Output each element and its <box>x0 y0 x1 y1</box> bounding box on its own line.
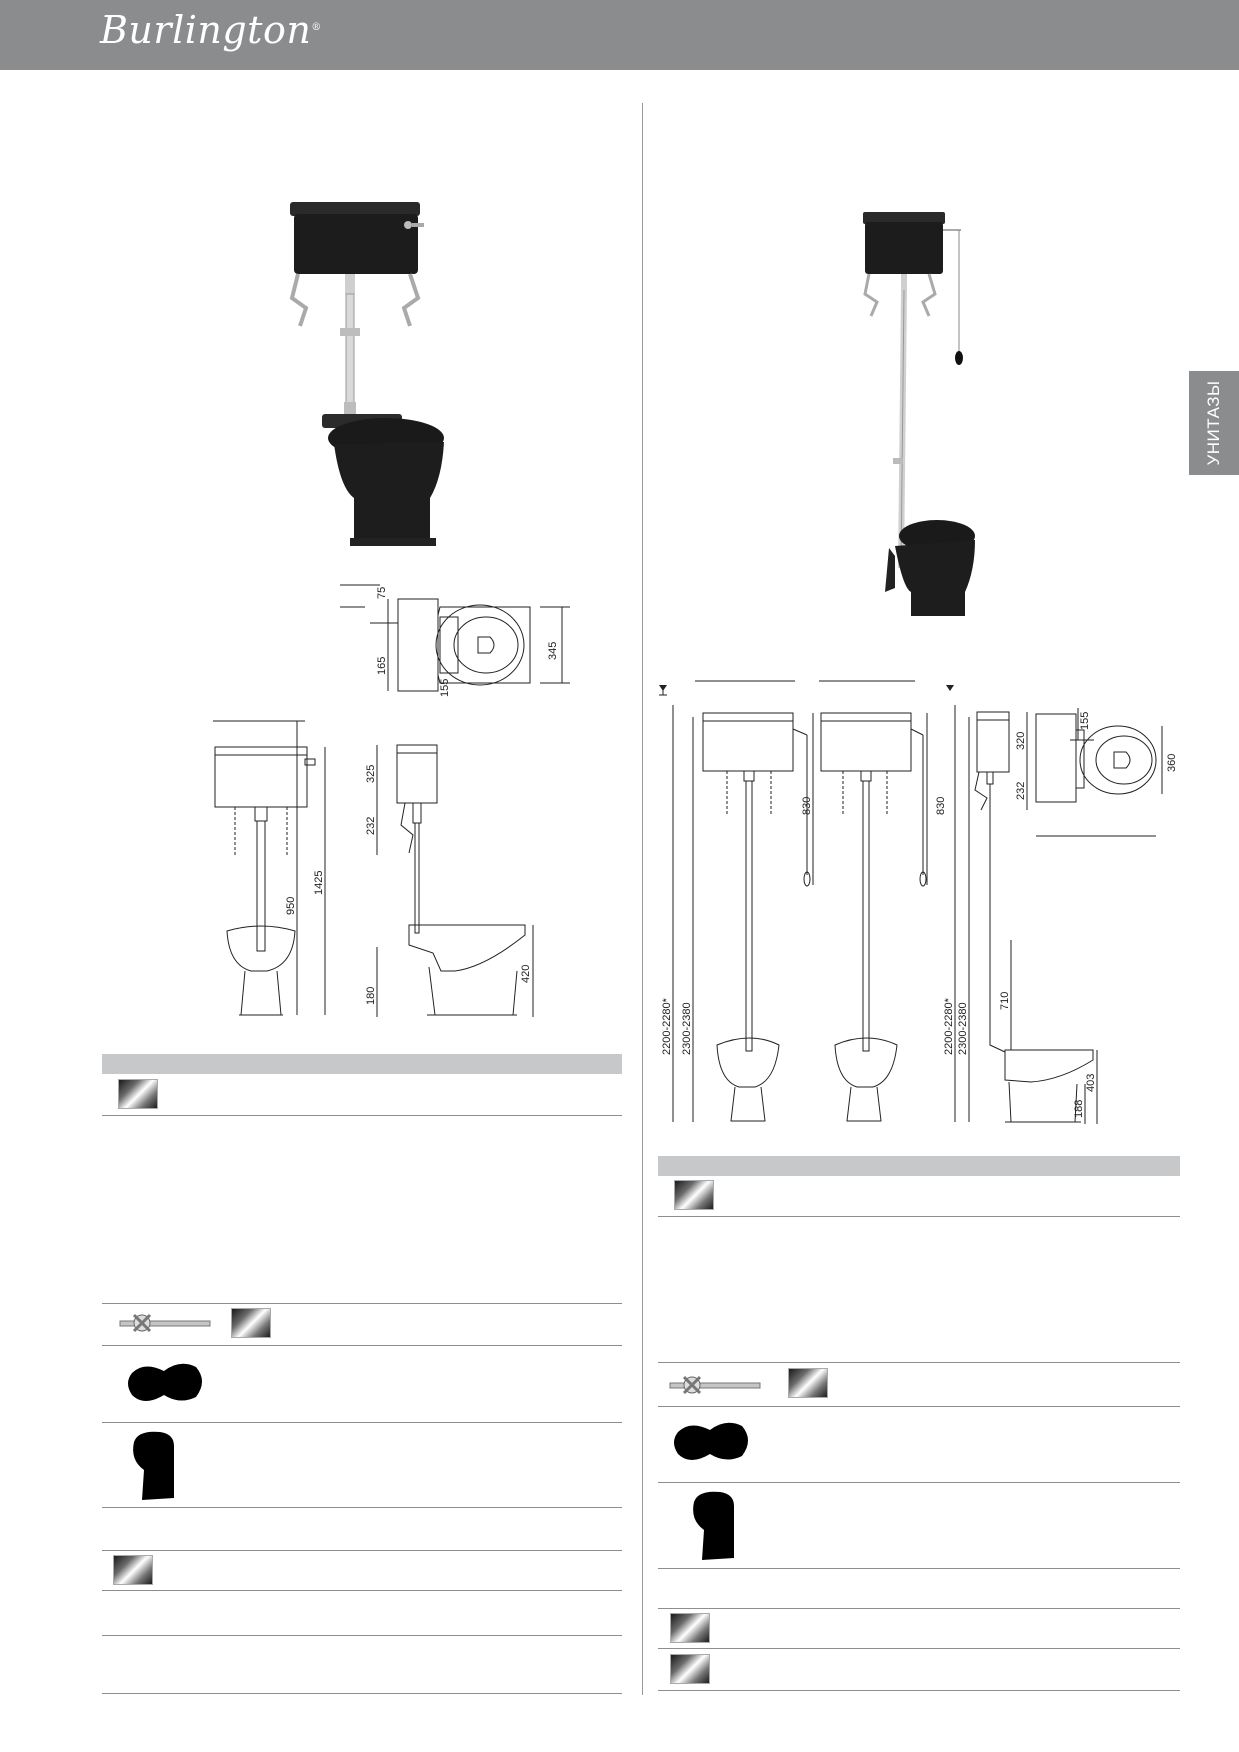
front-drawing-right-a: 2200-2280* 2300-2380 830 <box>659 677 814 1122</box>
divider <box>102 1550 622 1551</box>
svg-text:830: 830 <box>801 797 813 815</box>
divider <box>658 1648 1180 1649</box>
svg-text:950: 950 <box>285 897 297 915</box>
divider <box>102 1345 622 1346</box>
svg-text:2200-2280*: 2200-2280* <box>943 997 955 1055</box>
svg-text:2300-2380: 2300-2380 <box>681 1002 693 1055</box>
straight-pan-connector-image <box>128 1363 202 1401</box>
svg-text:325: 325 <box>365 765 377 783</box>
divider <box>102 1635 622 1636</box>
svg-text:180: 180 <box>365 987 377 1005</box>
straight-pan-connector-image <box>674 1422 748 1460</box>
color-swatch[interactable] <box>670 1613 710 1643</box>
svg-text:188: 188 <box>1073 1100 1085 1118</box>
divider <box>102 1693 622 1694</box>
divider <box>658 1406 1180 1407</box>
svg-text:345: 345 <box>547 642 559 660</box>
divider <box>102 1303 622 1304</box>
side-drawing-right: 320 232 710 188 403 <box>974 711 1098 1124</box>
color-swatch[interactable] <box>788 1368 828 1398</box>
svg-text:2300-2380: 2300-2380 <box>957 1002 969 1055</box>
divider <box>102 1507 622 1508</box>
svg-text:155: 155 <box>439 679 451 697</box>
option-bar-right <box>658 1156 1180 1176</box>
color-swatch[interactable] <box>674 1180 714 1210</box>
svg-text:75: 75 <box>376 587 388 599</box>
divider <box>102 1422 622 1423</box>
svg-text:2200-2280*: 2200-2280* <box>661 997 673 1055</box>
divider <box>658 1608 1180 1609</box>
color-swatch[interactable] <box>118 1079 158 1109</box>
divider <box>658 1568 1180 1569</box>
svg-text:830: 830 <box>935 797 947 815</box>
lever-handle-image <box>119 1313 211 1333</box>
svg-text:403: 403 <box>1085 1074 1097 1092</box>
lever-handle-image <box>669 1375 761 1395</box>
brand-logo: Burlington® <box>100 8 322 52</box>
svg-text:420: 420 <box>520 965 532 983</box>
side-drawing-left: 325 232 180 420 <box>365 744 534 1017</box>
plan-drawing-left: 75 165 155 345 <box>340 584 570 697</box>
divider <box>658 1690 1180 1691</box>
svg-text:360: 360 <box>1166 754 1178 772</box>
front-drawing-right-b: 830 2200-2280* 2300-2380 <box>819 677 970 1122</box>
plan-drawing-right: 155 360 <box>1035 708 1178 837</box>
divider <box>102 1590 622 1591</box>
svg-text:710: 710 <box>999 992 1011 1010</box>
svg-text:320: 320 <box>1015 732 1027 750</box>
color-swatch[interactable] <box>113 1555 153 1585</box>
svg-text:1425: 1425 <box>313 871 325 895</box>
angled-pan-connector-image <box>693 1491 734 1560</box>
option-bar-left <box>102 1054 622 1074</box>
svg-text:232: 232 <box>1015 782 1027 800</box>
product-photo-right <box>863 212 975 616</box>
svg-text:155: 155 <box>1079 712 1091 730</box>
column-divider <box>642 103 643 1695</box>
category-tab[interactable]: УНИТАЗЫ <box>1189 371 1239 475</box>
divider <box>658 1482 1180 1483</box>
product-photo-left <box>289 202 444 546</box>
svg-text:232: 232 <box>365 817 377 835</box>
svg-text:165: 165 <box>376 657 388 675</box>
divider <box>658 1216 1180 1217</box>
divider <box>658 1362 1180 1363</box>
color-swatch[interactable] <box>670 1654 710 1684</box>
front-drawing-left: 950 1425 <box>213 720 326 1016</box>
divider <box>102 1115 622 1116</box>
page-header: Burlington® <box>0 0 1239 70</box>
angled-pan-connector-image <box>133 1431 174 1500</box>
color-swatch[interactable] <box>231 1308 271 1338</box>
